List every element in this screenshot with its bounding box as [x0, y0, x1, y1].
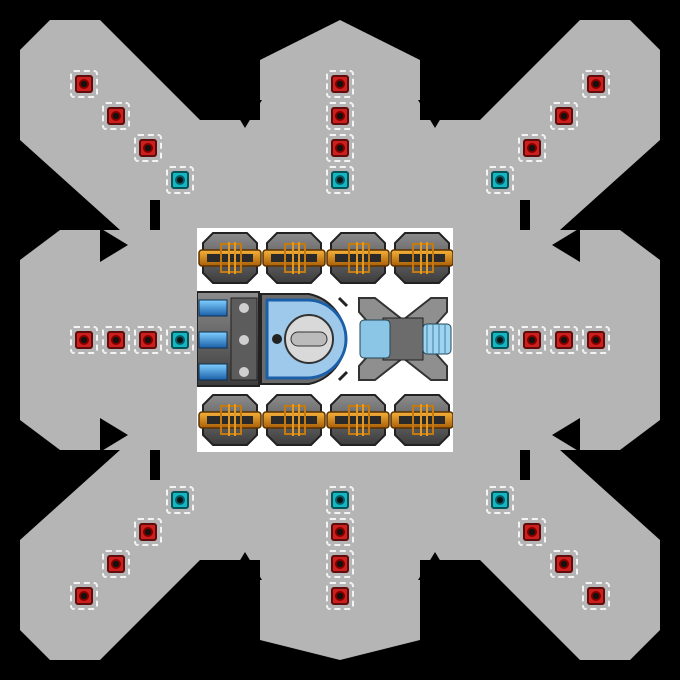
- red-armor-block-top-arm-3[interactable]: [326, 134, 354, 162]
- socket-icon: [81, 81, 87, 87]
- socket-icon: [145, 529, 151, 535]
- socket-icon: [497, 497, 503, 503]
- socket-icon: [337, 529, 343, 535]
- red-armor-block-top-arm-1[interactable]: [326, 70, 354, 98]
- socket-icon: [593, 593, 599, 599]
- red-armor-block-bottom-arm-4[interactable]: [326, 582, 354, 610]
- cyan-connector-block-left-arm-4[interactable]: [166, 326, 194, 354]
- socket-icon: [81, 337, 87, 343]
- socket-icon: [337, 145, 343, 151]
- thruster-top-3[interactable]: [326, 232, 390, 284]
- red-armor-block-right-arm-3[interactable]: [550, 326, 578, 354]
- cyan-connector-block-top-right-arm-4[interactable]: [486, 166, 514, 194]
- socket-icon: [177, 337, 183, 343]
- red-armor-block-top-left-arm-3[interactable]: [134, 134, 162, 162]
- red-armor-block-bottom-right-arm-4[interactable]: [582, 582, 610, 610]
- thruster-bottom-3[interactable]: [326, 394, 390, 446]
- cyan-connector-block-top-left-arm-4[interactable]: [166, 166, 194, 194]
- red-armor-block-bottom-left-arm-3[interactable]: [102, 550, 130, 578]
- red-armor-block-right-arm-4[interactable]: [582, 326, 610, 354]
- red-armor-block-top-left-arm-1[interactable]: [70, 70, 98, 98]
- socket-icon: [561, 113, 567, 119]
- red-armor-block-bottom-right-arm-3[interactable]: [550, 550, 578, 578]
- thruster-top-2[interactable]: [262, 232, 326, 284]
- red-armor-block-top-right-arm-3[interactable]: [518, 134, 546, 162]
- cyan-connector-block-top-arm-4[interactable]: [326, 166, 354, 194]
- socket-icon: [145, 145, 151, 151]
- socket-icon: [337, 113, 343, 119]
- socket-icon: [177, 177, 183, 183]
- socket-icon: [337, 177, 343, 183]
- socket-icon: [337, 561, 343, 567]
- socket-icon: [593, 81, 599, 87]
- red-armor-block-bottom-arm-3[interactable]: [326, 550, 354, 578]
- core-modules: [196, 232, 454, 446]
- thruster-bottom-4[interactable]: [390, 394, 454, 446]
- red-armor-block-bottom-left-arm-4[interactable]: [70, 582, 98, 610]
- red-armor-block-top-right-arm-1[interactable]: [582, 70, 610, 98]
- cyan-connector-block-right-arm-1[interactable]: [486, 326, 514, 354]
- red-armor-block-left-arm-2[interactable]: [102, 326, 130, 354]
- thruster-top-1[interactable]: [198, 232, 262, 284]
- socket-icon: [113, 561, 119, 567]
- socket-icon: [177, 497, 183, 503]
- cyan-connector-block-bottom-left-arm-1[interactable]: [166, 486, 194, 514]
- socket-icon: [337, 593, 343, 599]
- shield-generator-icon[interactable]: [260, 293, 349, 385]
- cyan-connector-block-bottom-arm-1[interactable]: [326, 486, 354, 514]
- red-armor-block-left-arm-3[interactable]: [134, 326, 162, 354]
- red-armor-block-right-arm-2[interactable]: [518, 326, 546, 354]
- socket-icon: [497, 337, 503, 343]
- red-armor-block-bottom-right-arm-2[interactable]: [518, 518, 546, 546]
- socket-icon: [81, 593, 87, 599]
- socket-icon: [145, 337, 151, 343]
- socket-icon: [337, 497, 343, 503]
- socket-icon: [497, 177, 503, 183]
- socket-icon: [561, 561, 567, 567]
- red-armor-block-top-arm-2[interactable]: [326, 102, 354, 130]
- socket-icon: [561, 337, 567, 343]
- socket-icon: [593, 337, 599, 343]
- socket-icon: [529, 145, 535, 151]
- thruster-top-4[interactable]: [390, 232, 454, 284]
- socket-icon: [337, 81, 343, 87]
- socket-icon: [529, 337, 535, 343]
- battery-pack-icon[interactable]: [196, 291, 260, 387]
- red-armor-block-bottom-left-arm-2[interactable]: [134, 518, 162, 546]
- red-armor-block-top-left-arm-2[interactable]: [102, 102, 130, 130]
- red-armor-block-bottom-arm-2[interactable]: [326, 518, 354, 546]
- red-armor-block-top-right-arm-2[interactable]: [550, 102, 578, 130]
- plasma-cannon-icon[interactable]: [358, 297, 452, 381]
- cyan-connector-block-bottom-right-arm-1[interactable]: [486, 486, 514, 514]
- red-armor-block-left-arm-1[interactable]: [70, 326, 98, 354]
- core-module-bay[interactable]: [196, 228, 454, 452]
- socket-icon: [113, 113, 119, 119]
- thruster-bottom-1[interactable]: [198, 394, 262, 446]
- socket-icon: [529, 529, 535, 535]
- thruster-bottom-2[interactable]: [262, 394, 326, 446]
- socket-icon: [113, 337, 119, 343]
